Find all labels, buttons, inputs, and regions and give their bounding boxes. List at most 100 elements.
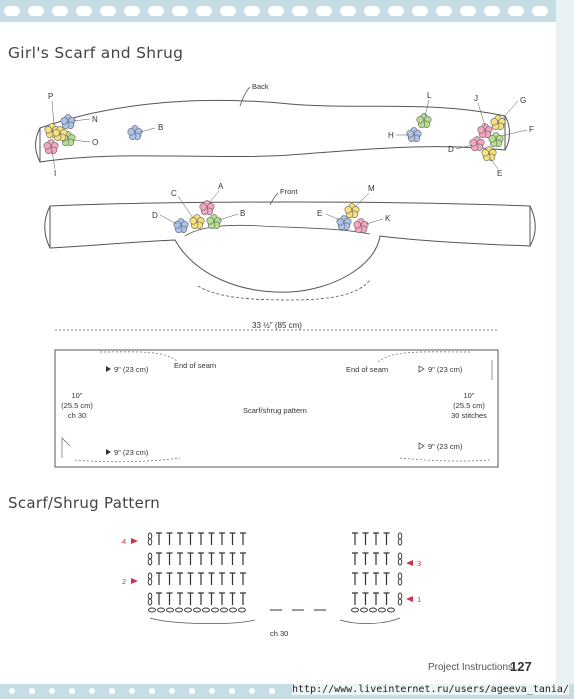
footer-label: Project Instructions	[428, 662, 514, 673]
left-height-cm: (25.5 cm)	[61, 401, 93, 410]
chain-stitch-symbol	[148, 607, 156, 613]
double-crochet-symbol	[240, 572, 246, 585]
letter-c: C	[171, 189, 177, 198]
chain-stitch-symbol	[387, 607, 395, 613]
double-crochet-symbol	[208, 532, 215, 545]
chain-stitch-symbol	[378, 607, 386, 613]
turning-chain-symbol	[147, 532, 153, 540]
right-page-edge	[556, 0, 574, 699]
right-row-arrows	[406, 560, 413, 602]
right-row-labels: 3 1	[417, 559, 421, 604]
double-crochet-symbol	[219, 592, 225, 605]
double-crochet-symbol	[362, 532, 369, 545]
double-crochet-symbol	[187, 532, 194, 545]
double-crochet-symbol	[208, 592, 215, 605]
turning-chain-symbol	[147, 552, 153, 560]
letter-j: J	[474, 94, 478, 103]
letter-f: F	[529, 125, 534, 134]
double-crochet-symbol	[187, 592, 194, 605]
row-label-4: 4	[122, 537, 126, 546]
double-crochet-symbol	[373, 592, 379, 605]
letter-d: D	[448, 145, 454, 154]
double-crochet-symbol	[177, 552, 183, 565]
double-crochet-symbol	[156, 532, 162, 545]
front-view-drawing: Front A C D B M E K	[44, 182, 536, 301]
letter-o: O	[92, 138, 98, 147]
turning-chain-symbol	[147, 598, 153, 606]
letter-e: E	[497, 169, 502, 178]
left-height-inches: 10"	[71, 391, 82, 400]
double-crochet-symbol	[177, 572, 183, 585]
left-row-arrows	[131, 538, 138, 584]
turning-chain-symbol	[397, 572, 403, 580]
double-crochet-symbol	[166, 592, 173, 605]
double-crochet-symbol	[198, 552, 204, 565]
double-crochet-symbol	[156, 572, 162, 585]
chain-stitch-symbol	[184, 607, 192, 613]
double-crochet-symbol	[187, 552, 194, 565]
double-crochet-symbol	[166, 572, 173, 585]
row-label-3: 3	[417, 559, 421, 568]
double-crochet-symbol	[229, 532, 236, 545]
back-flowers-right	[406, 113, 506, 162]
letter-h: H	[388, 131, 394, 140]
letter-k: K	[385, 214, 391, 223]
turning-chain-symbol	[397, 538, 403, 546]
right-height-cm: (25.5 cm)	[453, 401, 485, 410]
turning-chain-symbol	[147, 592, 153, 600]
letter-e-front: E	[317, 209, 322, 218]
turning-chain-symbol	[147, 538, 153, 546]
turning-chain-symbol	[397, 532, 403, 540]
double-crochet-symbol	[352, 552, 358, 565]
double-crochet-symbol	[373, 572, 379, 585]
turning-chain-symbol	[397, 558, 403, 566]
chain-stitch-symbol	[166, 607, 174, 613]
chain-stitch-symbol	[369, 607, 377, 613]
double-crochet-symbol	[240, 552, 246, 565]
turning-chain-symbol	[147, 578, 153, 586]
bottom-left-measure: 9" (23 cm)	[114, 448, 149, 457]
turning-chain-symbol	[147, 558, 153, 566]
top-decorative-border	[0, 0, 574, 22]
stitch-symbols	[147, 532, 403, 613]
top-right-measure: 9" (23 cm)	[428, 365, 463, 374]
chain-label: ch 30	[270, 629, 288, 638]
double-crochet-symbol	[229, 552, 236, 565]
double-crochet-symbol	[187, 572, 194, 585]
schematic-center-label: Scarf/shrug pattern	[243, 406, 307, 415]
double-crochet-symbol	[373, 532, 379, 545]
page-number: 127	[510, 659, 532, 674]
back-label: Back	[252, 82, 269, 91]
turning-chain-symbol	[397, 552, 403, 560]
letter-p: P	[48, 92, 53, 101]
total-width-measure: 33 ½" (85 cm)	[252, 321, 302, 330]
letter-a: A	[218, 182, 224, 191]
scarf-schematic: 33 ½" (85 cm) 9" (23 cm) 9" (23 cm) 9" (…	[54, 321, 499, 468]
front-flowers-right	[336, 203, 369, 234]
bottom-right-measure: 9" (23 cm)	[428, 442, 463, 451]
letter-n: N	[92, 115, 98, 124]
letter-m: M	[368, 184, 375, 193]
double-crochet-symbol	[166, 552, 173, 565]
chain-stitch-symbol	[193, 607, 201, 613]
chain-stitch-symbol	[175, 607, 183, 613]
double-crochet-symbol	[352, 572, 358, 585]
front-flower-letters: A C D B M E K	[152, 182, 391, 223]
letter-i: I	[54, 169, 56, 178]
row-label-1: 1	[417, 595, 421, 604]
letter-g: G	[520, 96, 526, 105]
double-crochet-symbol	[383, 532, 390, 545]
double-crochet-symbol	[229, 572, 236, 585]
double-crochet-symbol	[383, 592, 390, 605]
right-height-inches: 10"	[463, 391, 474, 400]
double-crochet-symbol	[352, 592, 358, 605]
chain-stitch-symbol	[360, 607, 368, 613]
double-crochet-symbol	[383, 572, 390, 585]
chain-stitch-symbol	[220, 607, 228, 613]
double-crochet-symbol	[198, 532, 204, 545]
url-credit: http://www.liveinternet.ru/users/ageeva_…	[292, 684, 569, 695]
page-title: Girl's Scarf and Shrug	[8, 44, 184, 62]
end-of-seam-right: End of seam	[346, 365, 388, 374]
double-crochet-symbol	[198, 572, 204, 585]
